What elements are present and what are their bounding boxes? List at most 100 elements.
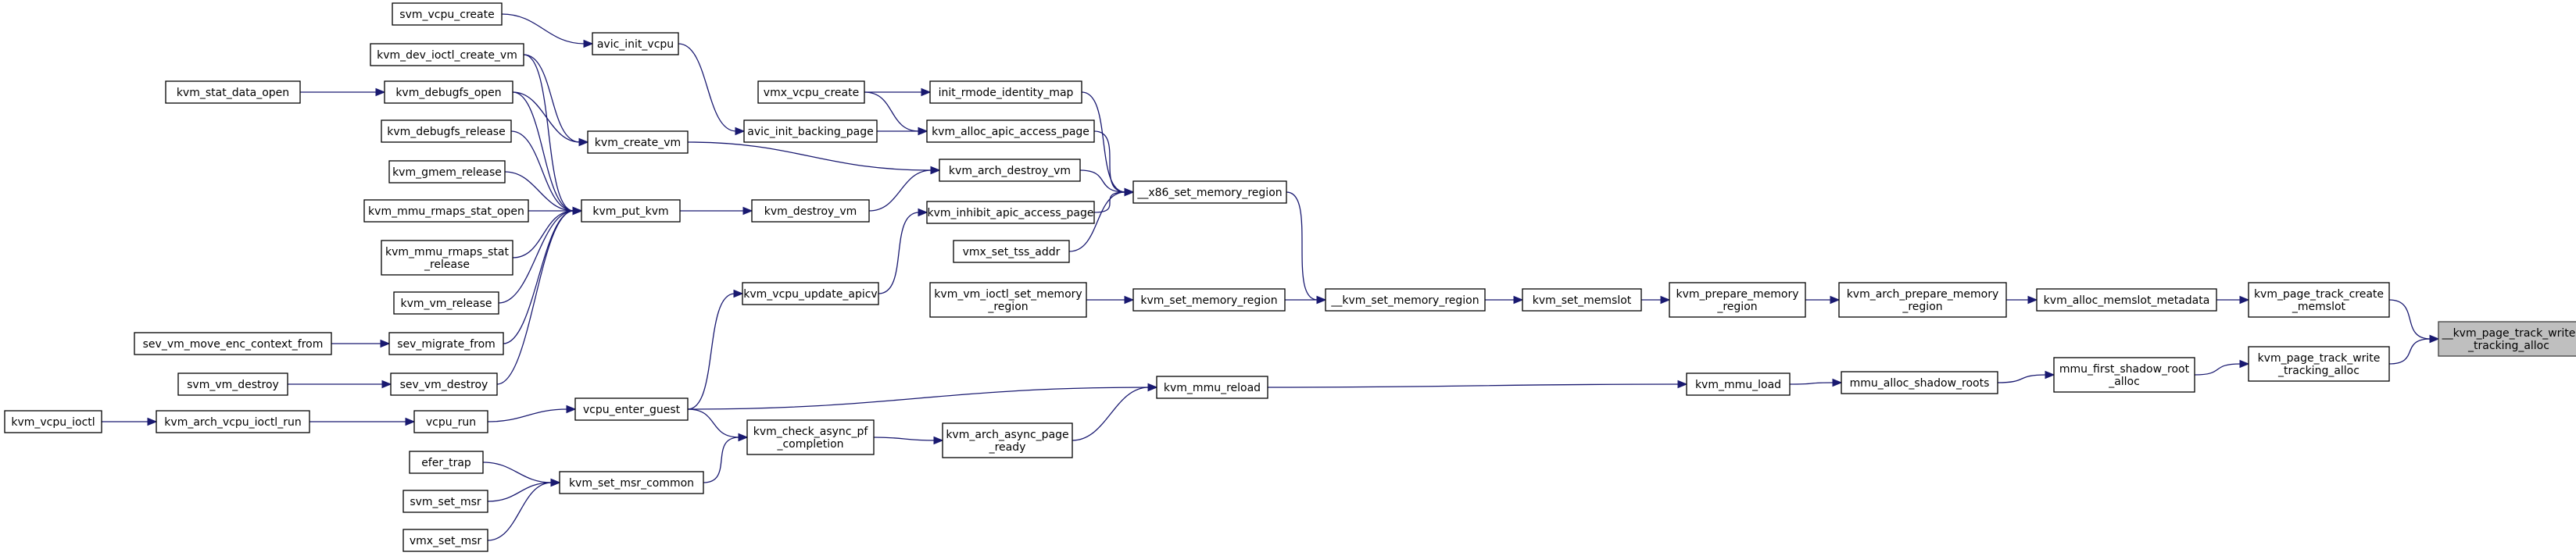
function-node[interactable]: kvm_dev_ioctl_create_vm bbox=[370, 43, 524, 66]
function-node[interactable]: kvm_stat_data_open bbox=[165, 80, 301, 104]
node-box bbox=[1132, 288, 1286, 312]
arrowhead bbox=[1677, 380, 1688, 389]
call-edge bbox=[496, 210, 574, 385]
function-node[interactable]: kvm_page_track_write_tracking_alloc bbox=[2248, 346, 2390, 382]
node-box bbox=[751, 199, 870, 223]
function-node[interactable]: kvm_prepare_memory_region bbox=[1669, 282, 1806, 318]
node-box bbox=[1132, 180, 1287, 204]
function-node[interactable]: kvm_create_vm bbox=[587, 130, 689, 154]
node-label: avic_init_backing_page bbox=[747, 126, 873, 138]
arrowhead bbox=[578, 137, 589, 147]
node-box bbox=[574, 397, 689, 421]
node-label: vmx_set_msr bbox=[410, 535, 482, 547]
node-label: mmu_alloc_shadow_roots bbox=[1850, 377, 1990, 390]
function-node[interactable]: vmx_set_tss_addr bbox=[953, 240, 1070, 263]
function-node[interactable]: svm_set_msr bbox=[402, 490, 488, 513]
function-node[interactable]: kvm_arch_destroy_vm bbox=[939, 159, 1081, 182]
function-node[interactable]: kvm_mmu_load bbox=[1686, 372, 1791, 396]
function-node[interactable]: efer_trap bbox=[409, 451, 484, 474]
function-node[interactable]: kvm_debugfs_release bbox=[381, 119, 512, 143]
function-node[interactable]: mmu_first_shadow_root_alloc bbox=[2053, 357, 2195, 393]
node-box bbox=[1669, 282, 1806, 318]
node-label: sev_migrate_from bbox=[397, 338, 496, 351]
function-node[interactable]: kvm_set_memslot bbox=[1522, 288, 1642, 312]
node-label: _tracking_alloc bbox=[2467, 340, 2549, 352]
function-node[interactable]: kvm_vcpu_update_apicv bbox=[742, 282, 879, 305]
node-label: _alloc bbox=[2108, 376, 2140, 388]
function-node[interactable]: svm_vm_destroy bbox=[177, 372, 288, 396]
function-node[interactable]: sev_migrate_from bbox=[388, 332, 504, 355]
arrowhead bbox=[381, 380, 392, 389]
function-node[interactable]: vmx_vcpu_create bbox=[757, 80, 865, 104]
function-node[interactable]: __kvm_set_memory_region bbox=[1325, 288, 1486, 312]
node-label: _release bbox=[424, 258, 470, 271]
arrowhead bbox=[1124, 295, 1135, 305]
function-node[interactable]: svm_vcpu_create bbox=[392, 2, 503, 26]
function-node[interactable]: sev_vm_destroy bbox=[390, 372, 498, 396]
arrowhead bbox=[2045, 370, 2055, 380]
function-node[interactable]: kvm_alloc_memslot_metadata bbox=[2036, 288, 2217, 312]
node-box bbox=[587, 130, 689, 154]
function-node[interactable]: mmu_alloc_shadow_roots bbox=[1841, 371, 1998, 394]
arrowhead bbox=[918, 208, 928, 217]
call-edge bbox=[864, 91, 920, 132]
node-box bbox=[1841, 371, 1998, 394]
function-node[interactable]: sev_vm_move_enc_context_from bbox=[134, 332, 332, 355]
function-node[interactable]: kvm_vm_ioctl_set_memory_region bbox=[929, 282, 1087, 318]
node-label: _region bbox=[987, 301, 1028, 313]
node-label: kvm_mmu_rmaps_stat_open bbox=[368, 205, 524, 218]
node-label: svm_set_msr bbox=[410, 496, 481, 508]
arrowhead bbox=[380, 339, 391, 348]
function-node[interactable]: kvm_vm_release bbox=[393, 291, 499, 315]
function-node[interactable]: init_rmode_identity_map bbox=[929, 80, 1082, 104]
function-node[interactable]: vcpu_run bbox=[413, 410, 488, 433]
node-label: kvm_gmem_release bbox=[392, 166, 502, 179]
arrowhead bbox=[735, 127, 746, 136]
function-node[interactable]: kvm_arch_prepare_memory_region bbox=[1838, 282, 2007, 318]
node-box bbox=[743, 119, 878, 143]
node-label: kvm_destroy_vm bbox=[764, 205, 857, 218]
call-edge bbox=[512, 210, 574, 258]
call-edge bbox=[703, 437, 740, 483]
function-node[interactable]: kvm_inhibit_apic_access_page bbox=[926, 201, 1095, 224]
node-label: sev_vm_destroy bbox=[400, 379, 488, 391]
function-node[interactable]: kvm_arch_vcpu_ioctl_run bbox=[156, 410, 310, 433]
call-edge bbox=[687, 387, 1150, 410]
node-box bbox=[1325, 288, 1486, 312]
function-node[interactable]: kvm_check_async_pf_completion bbox=[746, 419, 875, 455]
function-node[interactable]: kvm_mmu_reload bbox=[1156, 376, 1268, 399]
node-box bbox=[413, 410, 488, 433]
function-node[interactable]: vmx_set_msr bbox=[402, 529, 488, 552]
function-node[interactable]: kvm_page_track_create_memslot bbox=[2248, 282, 2390, 318]
function-node[interactable]: kvm_mmu_rmaps_stat_release bbox=[381, 240, 513, 276]
node-box bbox=[134, 332, 332, 355]
function-node[interactable]: kvm_alloc_apic_access_page bbox=[926, 119, 1095, 143]
node-label: svm_vcpu_create bbox=[399, 9, 494, 21]
root-function-node[interactable]: __kvm_page_track_write_tracking_alloc bbox=[2438, 321, 2576, 357]
call-edge bbox=[687, 293, 735, 410]
call-edge bbox=[687, 141, 932, 171]
function-node[interactable]: kvm_mmu_rmaps_stat_open bbox=[363, 199, 529, 223]
function-node[interactable]: kvm_destroy_vm bbox=[751, 199, 870, 223]
node-label: mmu_first_shadow_root bbox=[2059, 363, 2190, 376]
function-node[interactable]: kvm_set_memory_region bbox=[1132, 288, 1286, 312]
function-node[interactable]: vcpu_enter_guest bbox=[574, 397, 689, 421]
function-node[interactable]: kvm_arch_async_page_ready bbox=[942, 422, 1073, 458]
node-box bbox=[581, 199, 681, 223]
node-box bbox=[381, 240, 513, 276]
function-node[interactable]: avic_init_vcpu bbox=[592, 32, 679, 55]
node-box bbox=[2036, 288, 2217, 312]
function-node[interactable]: __x86_set_memory_region bbox=[1132, 180, 1287, 204]
node-label: kvm_set_memory_region bbox=[1140, 294, 1277, 307]
function-node[interactable]: kvm_set_msr_common bbox=[559, 471, 704, 494]
call-edge bbox=[1997, 374, 2047, 383]
node-box bbox=[1156, 376, 1268, 399]
arrowhead bbox=[572, 206, 583, 216]
function-node[interactable]: kvm_put_kvm bbox=[581, 199, 681, 223]
function-node[interactable]: avic_init_backing_page bbox=[743, 119, 878, 143]
function-node[interactable]: kvm_gmem_release bbox=[388, 160, 506, 184]
function-node[interactable]: kvm_vcpu_ioctl bbox=[4, 410, 102, 433]
function-node[interactable]: kvm_debugfs_open bbox=[384, 80, 513, 104]
node-label: kvm_arch_prepare_memory bbox=[1847, 288, 1999, 301]
node-box bbox=[953, 240, 1070, 263]
